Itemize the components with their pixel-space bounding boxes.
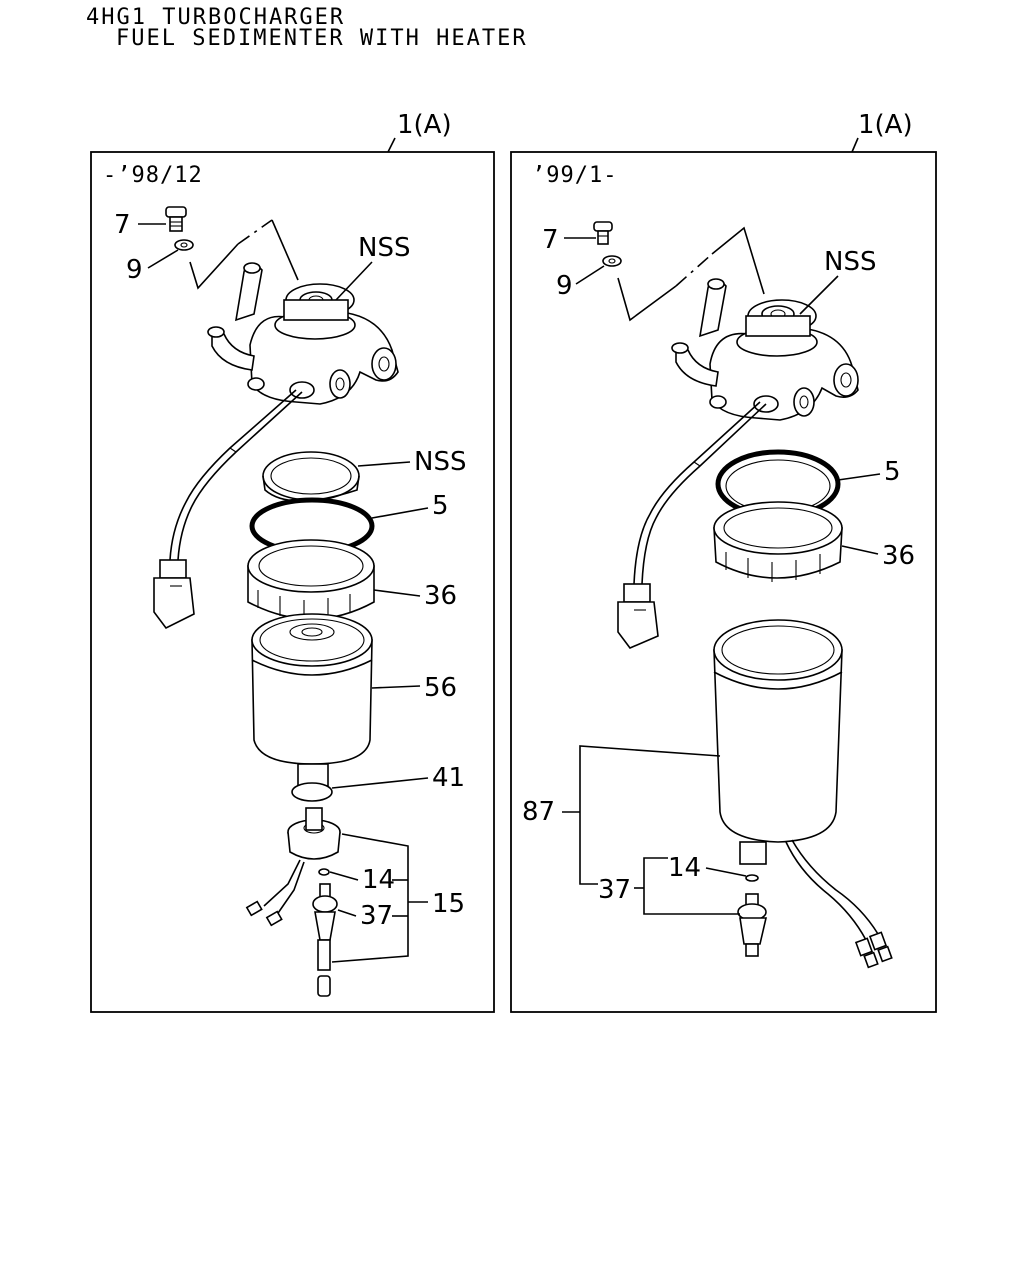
right-assembly-leader — [851, 137, 859, 153]
callout-14: 14 — [362, 865, 395, 895]
left-assembly-label: 1(A) — [397, 110, 452, 140]
left-panel-frame — [90, 151, 495, 1013]
callout-15: 15 — [432, 889, 465, 919]
washer-9-right — [602, 255, 622, 267]
callout-9-right: 9 — [556, 271, 573, 301]
o-ring-41 — [291, 782, 333, 802]
callout-nss-ring: NSS — [414, 447, 466, 477]
header-title: 4HG1 TURBOCHARGER — [86, 5, 345, 30]
left-panel: 1(A) -’98/12 7 9 — [90, 110, 495, 1013]
washer-14 — [318, 868, 330, 876]
callout-nss-head: NSS — [358, 233, 410, 263]
left-date-range: -’98/12 — [103, 163, 203, 188]
right-assembly-label: 1(A) — [858, 110, 913, 140]
heater-wire-harness-right — [617, 401, 767, 649]
right-panel-frame — [510, 151, 937, 1013]
callout-5: 5 — [432, 491, 449, 521]
filter-head — [207, 262, 399, 405]
callout-37-right: 37 — [598, 875, 631, 905]
filter-head-right — [671, 278, 859, 421]
callout-36-right: 36 — [882, 541, 915, 571]
assembly-bracket — [189, 243, 239, 290]
callout-36: 36 — [424, 581, 457, 611]
bolt-7 — [165, 206, 187, 232]
callout-87: 87 — [522, 797, 555, 827]
drain-plug-sensor — [245, 807, 341, 927]
heater-wire-harness — [153, 389, 303, 630]
callout-41: 41 — [432, 763, 465, 793]
assembly-bracket-right — [617, 277, 677, 322]
callout-7-right: 7 — [542, 225, 559, 255]
callout-5-right: 5 — [884, 457, 901, 487]
callout-37: 37 — [360, 901, 393, 931]
callout-9: 9 — [126, 255, 143, 285]
callout-56: 56 — [424, 673, 457, 703]
bracket-87 — [579, 745, 721, 885]
callout-nss-head-right: NSS — [824, 247, 876, 277]
bracket-15 — [331, 833, 409, 963]
left-assembly-leader — [387, 137, 396, 153]
header-subtitle: FUEL SEDIMENTER WITH HEATER — [116, 26, 528, 51]
callout-14-right: 14 — [668, 853, 701, 883]
filter-cartridge-87 — [713, 619, 893, 969]
drain-cock-37 — [312, 883, 338, 997]
washer-9 — [174, 239, 194, 251]
ring-nut-36 — [247, 539, 375, 620]
drain-cock-37-right — [737, 893, 768, 957]
right-panel: 1(A) ’99/1- 7 9 — [510, 110, 937, 1013]
ring-nut-36-right — [713, 501, 843, 582]
washer-14-right — [745, 874, 759, 882]
callout-7: 7 — [114, 210, 131, 240]
right-date-range: ’99/1- — [532, 163, 617, 188]
bolt-7-right — [593, 221, 613, 245]
filter-cartridge-56 — [251, 613, 373, 787]
nss-ring — [262, 451, 360, 502]
